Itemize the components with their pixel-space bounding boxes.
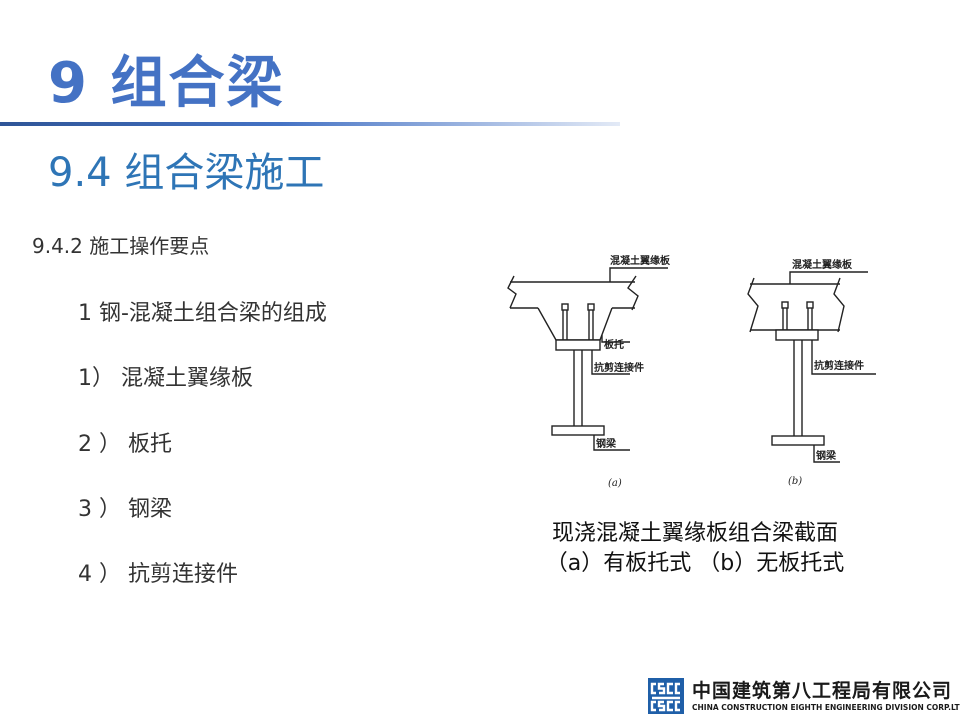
list-item-haunch: 2 ） 板托 [78, 432, 172, 457]
section-diagram-a: 混凝土翼缘板 板托 抗剪连接件 钢梁 (a) [507, 254, 671, 489]
company-name-cn: 中国建筑第八工程局有限公司 [692, 680, 953, 702]
list-item-composition: 1 钢-混凝土组合梁的组成 [78, 301, 327, 326]
slide-title: 9 组合梁 [48, 51, 285, 116]
list-item-shear-connector: 4 ） 抗剪连接件 [78, 562, 238, 587]
list-item-concrete-flange: 1） 混凝土翼缘板 [78, 366, 253, 391]
figure-caption-line2: （a）有板托式 （b）无板托式 [545, 551, 845, 576]
figure-caption-line1: 现浇混凝土翼缘板组合梁截面 [551, 521, 838, 546]
section-heading: 9.4.2 施工操作要点 [32, 234, 210, 258]
slide-subtitle: 9.4 组合梁施工 [48, 150, 325, 196]
label-steel-beam-a: 钢梁 [596, 437, 617, 450]
label-concrete-flange-b: 混凝土翼缘板 [792, 258, 853, 271]
tag-b: (b) [788, 476, 802, 487]
label-steel-beam-b: 钢梁 [816, 449, 837, 462]
list-item-steel-beam: 3 ） 钢梁 [78, 497, 172, 522]
company-name-en: CHINA CONSTRUCTION EIGHTH ENGINEERING DI… [692, 703, 960, 712]
label-concrete-flange-a: 混凝土翼缘板 [610, 254, 671, 267]
tag-a: (a) [608, 478, 622, 489]
title-divider [0, 122, 620, 126]
cscec-logo-icon [648, 678, 684, 714]
label-shear-connector-a: 抗剪连接件 [594, 361, 644, 374]
label-haunch-a: 板托 [604, 338, 624, 351]
label-shear-connector-b: 抗剪连接件 [814, 359, 864, 372]
section-diagram-b: 混凝土翼缘板 抗剪连接件 钢梁 (b) [747, 258, 876, 487]
